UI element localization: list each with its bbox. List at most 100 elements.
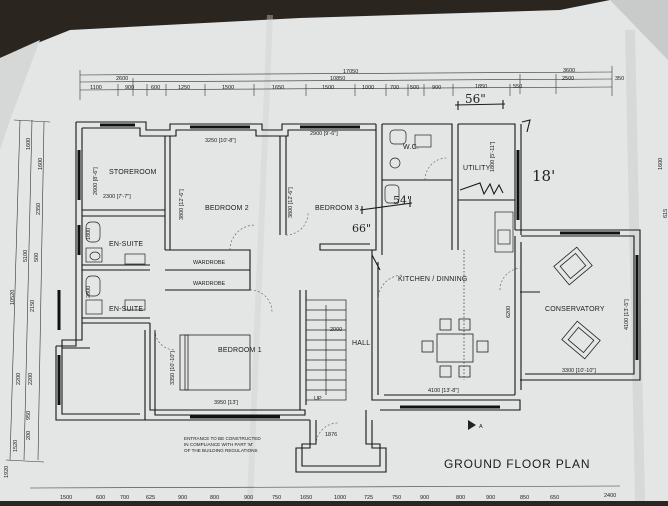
bottom-dim-15: 850: [520, 495, 529, 501]
dim-row2-6: 1500: [322, 85, 334, 91]
dim-bed3-h: 3800 [12'-6"]: [288, 187, 294, 218]
dim-kitchen-w: 4100 [13'-8"]: [428, 388, 459, 394]
dim-porch: 1876: [325, 432, 337, 438]
label-ensuite-2: EN-SUITE: [109, 306, 143, 313]
left-dim-5: 10520: [10, 290, 16, 305]
note-line-1: ENTRANCE TO BE CONSTRUCTED: [184, 436, 261, 441]
left-dim-2: 2350: [36, 203, 42, 215]
dim-right-overall: 3600: [563, 68, 575, 74]
dim-row1-1: 10850: [330, 76, 345, 82]
label-kitchen: KITCHEN / DINNING: [398, 276, 468, 283]
label-utility: UTILITY: [463, 165, 491, 172]
dim-row1-0: 2600: [116, 76, 128, 82]
armchair-icon: [553, 246, 601, 360]
label-ensuite-1: EN-SUITE: [109, 241, 143, 248]
dim-row1-3: 350: [615, 76, 624, 82]
sanitary-fixtures: [85, 129, 432, 315]
left-dim-0: 1600: [26, 138, 32, 150]
label-bedroom1: BEDROOM 1: [218, 347, 262, 354]
bottom-dim-13: 800: [456, 495, 465, 501]
bottom-dim-5: 800: [210, 495, 219, 501]
bottom-dimension-line: [29, 485, 621, 489]
dim-row2-7: 1000: [362, 85, 374, 91]
dim-row2-10: 900: [432, 85, 441, 91]
dining-table-icon: [421, 318, 489, 378]
label-stair-up: UP: [314, 396, 322, 402]
dim-kitchen-h: 6200: [506, 306, 512, 318]
dim-row1-2: 2500: [562, 76, 574, 82]
dim-row2-11: 1850: [475, 84, 487, 90]
bottom-dim-2: 700: [120, 495, 129, 501]
bottom-dim-6: 900: [244, 495, 253, 501]
dim-store-w: 2300 [7'-7"]: [103, 194, 131, 200]
bottom-dim-3: 625: [146, 495, 155, 501]
top-dimension-lines: [79, 66, 613, 100]
bottom-dim-10: 725: [364, 495, 373, 501]
dim-ensuite2: 2800: [86, 286, 92, 298]
right-dim-1: 615: [663, 209, 668, 218]
dim-bed1-w: 3950 [13']: [214, 400, 238, 406]
dim-row2-9: 500: [410, 85, 419, 91]
label-wardrobe-1: WARDROBE: [193, 260, 226, 266]
bottom-dims: 1500 600 700 625 900 800 900 750 1650 10…: [60, 493, 616, 501]
label-storeroom: STOREROOM: [109, 169, 157, 176]
bottom-dim-0: 1500: [60, 495, 72, 501]
door-swings: [154, 157, 523, 446]
left-dim-10: 200: [26, 431, 32, 440]
dim-cons-w: 3300 [10'-10"]: [562, 368, 596, 374]
handwriting-util: 18': [532, 167, 555, 185]
left-dim-8: 2200: [28, 373, 34, 385]
note-line-3: OF THE BUILDING REGULATIONS: [184, 448, 258, 453]
bed-icon: [184, 334, 251, 391]
staircase: [305, 299, 347, 401]
left-dimension-lines: [5, 119, 51, 463]
bottom-dim-9: 1000: [334, 495, 346, 501]
dim-bed2: 3250 [10'-8"]: [205, 138, 236, 144]
left-dim-7: 2200: [16, 373, 22, 385]
bottom-dim-8: 1650: [300, 495, 312, 501]
label-bedroom3: BEDROOM 3: [315, 205, 359, 212]
left-dim-11: 1520: [13, 440, 19, 452]
window-marks: [57, 123, 639, 419]
label-bedroom2: BEDROOM 2: [205, 205, 249, 212]
bottom-dim-17: 2400: [604, 493, 616, 499]
dim-row2-0: 1100: [90, 85, 102, 91]
kitchen-counter: [463, 211, 514, 380]
handwriting-bed3: 66": [352, 222, 371, 235]
left-dim-12: 1920: [4, 466, 10, 478]
dim-bed3: 2900 [9'-6"]: [310, 131, 338, 137]
dim-cons-h: 4100 [13'-5"]: [624, 299, 630, 330]
dim-row2-8: 700: [390, 85, 399, 91]
left-dim-4: 500: [34, 253, 40, 262]
dim-bed1-h: 3350 [10'-10"]: [170, 351, 176, 385]
section-mark: A: [479, 424, 483, 430]
dim-store-h: 2600 [8'-6"]: [93, 167, 99, 195]
bottom-dim-14: 900: [486, 495, 495, 501]
dim-hall-w: 2000: [330, 327, 342, 333]
dim-row2-5: 1650: [272, 85, 284, 91]
left-dim-1: 1600: [38, 158, 44, 170]
handwritten-marks: [359, 100, 540, 293]
dim-row2-4: 1500: [222, 85, 234, 91]
left-dim-3: 5100: [23, 250, 29, 262]
label-conservatory: CONSERVATORY: [545, 306, 605, 313]
handwriting-mid: 54": [393, 194, 412, 207]
dim-row2-3: 1250: [178, 85, 190, 91]
left-dim-9: 950: [26, 411, 32, 420]
right-dim-0: 1600: [658, 158, 664, 170]
bottom-dim-16: 650: [550, 495, 559, 501]
note-line-2: IN COMPLIANCE WITH PART 'M': [184, 442, 253, 447]
dim-row2: 1100 900 600 1250 1500 1650 1500 1000 70…: [90, 84, 522, 91]
dim-row2-1: 900: [125, 85, 134, 91]
bottom-dim-4: 900: [178, 495, 187, 501]
label-hall: HALL: [352, 340, 370, 347]
section-arrow-icon: [468, 420, 476, 430]
bottom-dim-12: 900: [420, 495, 429, 501]
dim-row2-12: 550: [513, 84, 522, 90]
bottom-dim-7: 750: [272, 495, 281, 501]
dim-ensuite1: 1800: [86, 228, 92, 240]
left-dim-6: 2150: [30, 300, 36, 312]
bottom-dim-11: 750: [392, 495, 401, 501]
